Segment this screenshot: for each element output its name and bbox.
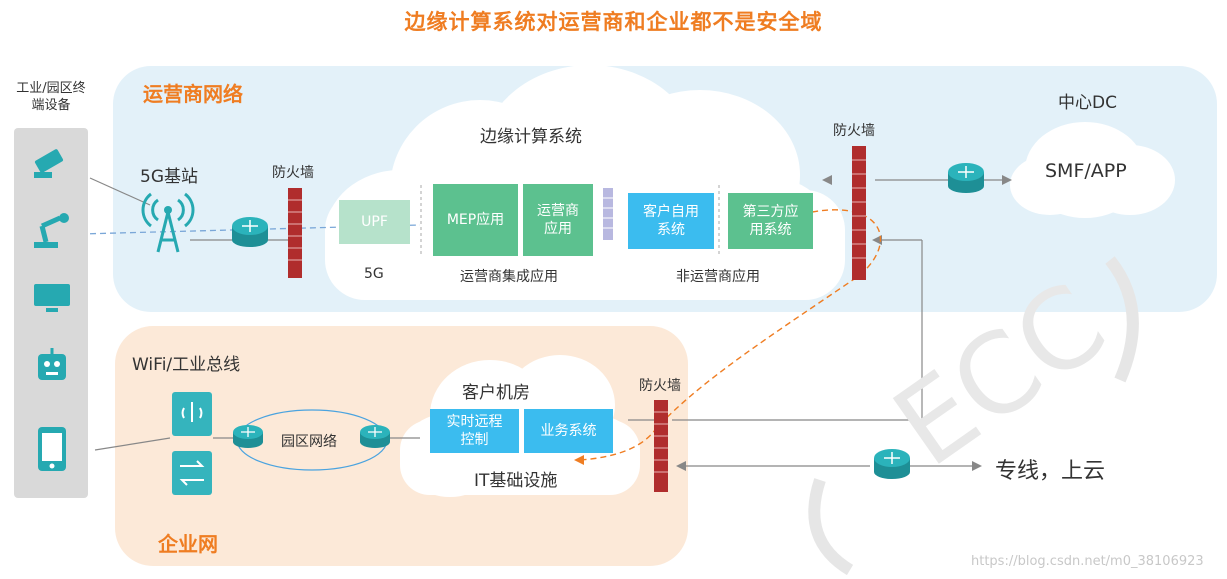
customer-room-label: 客户机房	[462, 383, 530, 403]
router-dc	[948, 163, 984, 193]
watermark-ecc	[808, 256, 1139, 576]
router-campus-right	[360, 425, 390, 448]
firewall-right-shape	[852, 146, 866, 280]
robot-arm-icon	[34, 213, 69, 248]
operator-network-label: 运营商网络	[143, 82, 243, 106]
industrial-switch	[172, 451, 212, 495]
center-dc-cloud	[1010, 122, 1175, 218]
edge-computing-cloud	[325, 65, 845, 300]
firewall-right-label: 防火墙	[833, 123, 875, 139]
phone-icon	[38, 427, 66, 471]
campus-network-label: 园区网络	[281, 434, 337, 450]
camera-icon	[34, 149, 64, 178]
business-system-box: 业务系统	[524, 409, 613, 453]
realtime-control-box: 实时远程控制	[430, 409, 519, 453]
wifi-access-point	[172, 392, 212, 436]
firewall-enterprise-label: 防火墙	[639, 378, 681, 394]
orange-dashed-path	[579, 209, 881, 461]
customer-self-app-box: 客户自用系统	[628, 193, 714, 249]
smf-app-label: SMF/APP	[1045, 160, 1127, 182]
firewall-left-shape	[288, 188, 302, 278]
firewall-left-label: 防火墙	[272, 165, 314, 181]
dedicated-line-label: 专线，上云	[995, 459, 1106, 484]
upf-box: UPF	[339, 200, 410, 244]
third-party-app-box: 第三方应用系统	[728, 193, 813, 249]
devices-label: 工业/园区终端设备	[16, 81, 86, 113]
operator-app-box: 运营商应用	[523, 184, 593, 256]
wifi-bus-label: WiFi/工业总线	[132, 355, 241, 375]
watermark-url: https://blog.csdn.net/m0_38106923	[971, 554, 1204, 569]
label-integrated-apps: 运营商集成应用	[460, 269, 558, 285]
base-station-antenna	[141, 192, 195, 253]
router-dedicated-line	[874, 449, 910, 479]
label-non-operator-apps: 非运营商应用	[676, 269, 760, 285]
router-5g	[232, 217, 268, 247]
center-dc-label: 中心DC	[1058, 93, 1117, 113]
base-station-label: 5G基站	[140, 167, 198, 187]
router-campus-left	[233, 425, 263, 448]
it-infra-label: IT基础设施	[474, 471, 558, 491]
mep-app-box: MEP应用	[433, 184, 518, 256]
diagram-title: 边缘计算系统对运营商和企业都不是安全域	[404, 10, 823, 34]
edge-system-label: 边缘计算系统	[480, 127, 582, 147]
connector-block	[603, 188, 613, 240]
monitor-icon	[34, 284, 70, 312]
firewall-enterprise-shape	[654, 400, 668, 492]
robot-icon	[38, 348, 66, 380]
label-5g: 5G	[364, 266, 384, 282]
enterprise-network-label: 企业网	[158, 532, 218, 556]
